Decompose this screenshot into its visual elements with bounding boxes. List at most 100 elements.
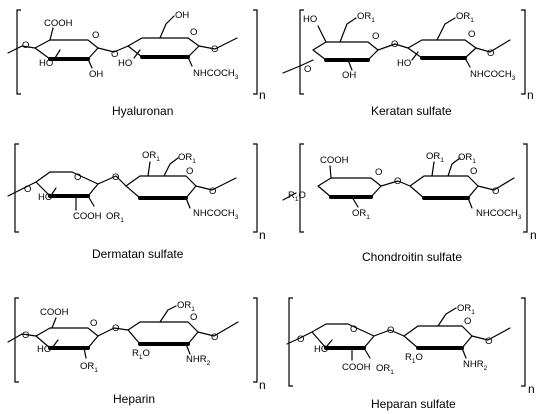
anomeric-o: O (22, 40, 29, 51)
bridge-o: O (394, 176, 401, 187)
bracket-right (521, 9, 526, 95)
ring1-o: O (350, 324, 357, 335)
ho-label-2: HO (397, 58, 411, 69)
ho-label: HO (39, 58, 53, 69)
ring-2 (403, 325, 473, 349)
start-o: O (297, 334, 304, 345)
end-o: O (485, 336, 492, 347)
ring1-o: O (90, 318, 97, 329)
bracket-right (523, 143, 528, 233)
bracket-left (14, 297, 19, 383)
ring-2 (409, 175, 479, 199)
or1-top: OR1 (457, 303, 475, 316)
end-o: O (209, 186, 216, 197)
r1o-left: R1O (288, 190, 306, 203)
oh-label: OH (89, 69, 103, 80)
or1-bottom: OR1 (106, 211, 124, 224)
bracket-right (253, 9, 258, 95)
repeat-n: n (530, 228, 537, 242)
cooh-label: COOH (44, 18, 73, 29)
ring2-o: O (190, 312, 197, 323)
or1-top: OR1 (357, 11, 375, 24)
label-dermatan-sulfate: Dermatan sulfate (92, 247, 184, 261)
nhcoch3-label: NHCOCH3 (470, 69, 516, 82)
ho-top: HO (303, 14, 317, 25)
cooh-label: COOH (342, 362, 371, 373)
repeat-n: n (527, 88, 534, 102)
end-o: O (492, 186, 499, 197)
or1-top-a: OR1 (426, 151, 444, 164)
label-heparin: Heparin (113, 392, 155, 406)
bridge-o: O (112, 323, 119, 334)
bracket-right (521, 297, 526, 387)
nhr2-label: NHR2 (186, 354, 211, 367)
ring-2 (125, 175, 197, 199)
panel-keratan-sulfate: n O HO OR1 O OH O OR1 O HO NHCOCH3 O Ker… (282, 9, 534, 118)
ring-1 (34, 39, 99, 60)
ring-2 (127, 37, 200, 58)
ring1-o: O (375, 167, 382, 178)
ho-label: HO (38, 192, 52, 203)
nhcoch3-label: NHCOCH3 (193, 68, 239, 81)
panel-chondroitin-sulfate: n COOH O R1O OR1 O OR1 OR1 O NHCOCH3 O C… (282, 143, 537, 264)
label-hyaluronan: Hyaluronan (112, 104, 173, 118)
ring2-o: O (464, 316, 471, 327)
panel-dermatan-sulfate: n O O HO COOH OR1 O OR1 OR1 O NHCOCH3 O … (7, 143, 266, 261)
cooh-label: COOH (40, 307, 69, 318)
ho-label: HO (37, 344, 51, 355)
cooh-label: COOH (73, 211, 102, 222)
nhcoch3-label: NHCOCH3 (476, 208, 522, 221)
bridge-o: O (112, 172, 119, 183)
bridge-o: O (387, 325, 394, 336)
bracket-right (253, 143, 258, 233)
or1-top-2: OR1 (456, 11, 474, 24)
end-o: O (211, 44, 218, 55)
or1-bottom: OR1 (80, 361, 98, 374)
or1-top-b: OR1 (458, 152, 476, 165)
coo-label: COOH (320, 155, 349, 166)
start-o: O (22, 330, 29, 341)
or1-top-b: OR1 (178, 152, 196, 165)
bracket-left (299, 9, 304, 95)
panel-hyaluronan: n O COOH HO OH O O OH O HO NHCOCH3 O Hya… (7, 9, 266, 118)
or1-top: OR1 (177, 300, 195, 313)
panel-heparan-sulfate: n O O HO COOH OR1 O OR1 O R1O NHR2 O Hep… (286, 297, 535, 411)
bridge-o: O (391, 39, 398, 50)
or1-bottom: OR1 (376, 363, 394, 376)
bracket-right (253, 297, 258, 383)
start-o: O (24, 184, 31, 195)
ring1-o: O (372, 31, 379, 42)
bracket-left (288, 297, 293, 387)
ring2-o: O (468, 29, 475, 40)
label-chondroitin-sulfate: Chondroitin sulfate (362, 250, 462, 264)
oh-bottom: OH (342, 70, 356, 81)
repeat-n: n (259, 88, 266, 102)
nhr2-label: NHR2 (463, 359, 488, 372)
end-o: O (211, 332, 218, 343)
ring-2 (407, 39, 477, 59)
ring-1 (317, 177, 382, 198)
repeat-n: n (528, 382, 535, 396)
bridge-o: O (111, 49, 118, 60)
r1o-label: R1O (132, 348, 150, 361)
ho-label-2: HO (118, 58, 132, 69)
nhcoch3-label: NHCOCH3 (193, 208, 239, 221)
or1-top-a: OR1 (142, 150, 160, 163)
ring1-o: O (74, 172, 81, 183)
or1-bottom: OR1 (352, 208, 370, 221)
r1o-label: R1O (405, 352, 423, 365)
ho-label: HO (314, 344, 328, 355)
bracket-left (16, 9, 21, 95)
ring-2 (127, 321, 199, 345)
ring1-o: O (92, 30, 99, 41)
ring-1 (312, 41, 379, 61)
label-keratan-sulfate: Keratan sulfate (371, 104, 452, 118)
label-heparan-sulfate: Heparan sulfate (371, 397, 456, 411)
panel-heparin: n O COOH O HO OR1 O OR1 O R1O NHR2 O Hep… (7, 297, 266, 406)
ring2-o: O (186, 166, 193, 177)
repeat-n: n (259, 378, 266, 392)
start-o: O (304, 64, 311, 75)
ring2-o: O (470, 166, 477, 177)
